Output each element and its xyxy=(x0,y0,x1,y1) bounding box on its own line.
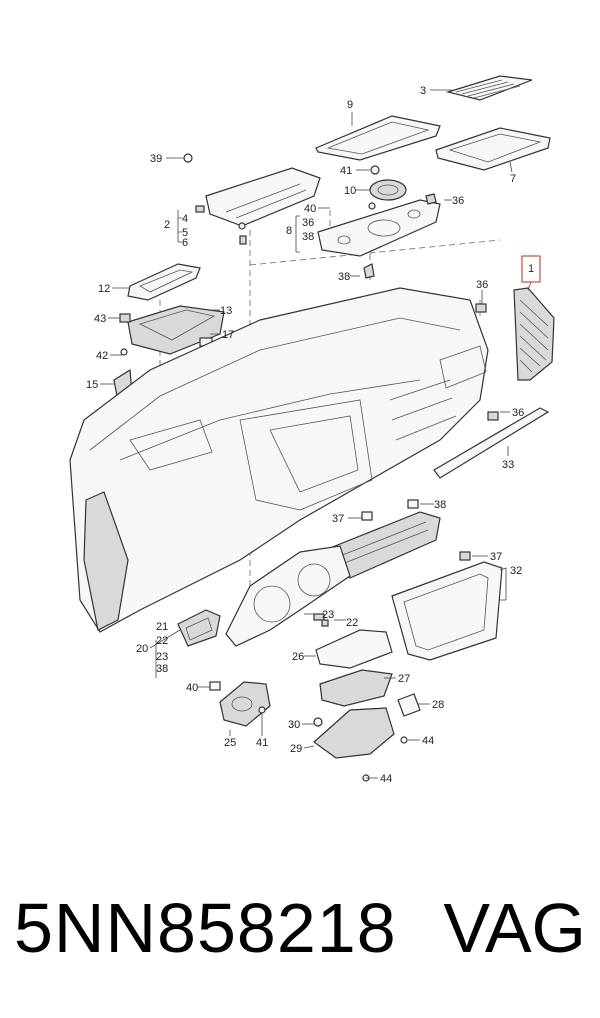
callout-8: 8 xyxy=(286,225,292,237)
callout-23-b: 23 xyxy=(322,609,334,621)
callout-25: 25 xyxy=(224,737,236,749)
callout-28: 28 xyxy=(432,699,444,711)
brand-label: VAG xyxy=(443,889,586,967)
part-21-switch-module xyxy=(177,609,221,647)
callout-5: 5 xyxy=(182,227,188,239)
callout-29: 29 xyxy=(290,743,302,755)
callout-17: 17 xyxy=(222,329,234,341)
callout-23-a: 23 xyxy=(156,651,168,663)
callout-44-b: 44 xyxy=(380,773,392,785)
callout-2: 2 xyxy=(164,219,170,231)
callout-7: 7 xyxy=(510,173,516,185)
callout-9: 9 xyxy=(347,99,353,111)
part-9-speaker-cover xyxy=(315,112,441,161)
callout-32: 32 xyxy=(510,565,522,577)
part-1-side-cover xyxy=(513,255,555,381)
callout-10: 10 xyxy=(344,185,356,197)
callout-36-a: 36 xyxy=(452,195,464,207)
callout-42: 42 xyxy=(96,350,108,362)
part-instrument-cluster-frame xyxy=(225,545,351,647)
part-7-storage-tray xyxy=(435,127,551,173)
callout-26: 26 xyxy=(292,651,304,663)
callout-22-b: 22 xyxy=(346,617,358,629)
callout-38-a: 38 xyxy=(302,231,314,243)
part-33-trim-strip xyxy=(433,407,550,479)
callout-3: 3 xyxy=(420,85,426,97)
callout-6: 6 xyxy=(182,237,188,249)
callout-leaders xyxy=(100,157,510,779)
callout-38-c: 38 xyxy=(434,499,446,511)
part-13-airbag-module xyxy=(119,305,225,356)
callout-38-b: 38 xyxy=(338,271,350,283)
callout-36-c: 36 xyxy=(476,279,488,291)
callout-12: 12 xyxy=(98,283,110,295)
callout-36-d: 36 xyxy=(512,407,524,419)
part-25-switch-housing xyxy=(209,681,271,727)
dashboard-exploded-diagram: 3 9 7 39 41 10 36 40 36 8 38 38 2 4 5 6 … xyxy=(69,75,555,785)
callout-1: 1 xyxy=(528,263,534,275)
part-27-lower-tray xyxy=(319,669,393,707)
callout-labels: 3 9 7 39 41 10 36 40 36 8 38 38 2 4 5 6 … xyxy=(86,85,534,785)
part-2-upper-cover xyxy=(183,153,321,245)
callout-39: 39 xyxy=(150,153,162,165)
callout-33: 33 xyxy=(502,459,514,471)
dashboard-main-body xyxy=(69,287,499,633)
callout-37-b: 37 xyxy=(490,551,502,563)
callout-44-a: 44 xyxy=(422,735,434,747)
callout-30: 30 xyxy=(288,719,300,731)
callout-20: 20 xyxy=(136,643,148,655)
callout-15: 15 xyxy=(86,379,98,391)
part-29-lower-cover xyxy=(313,707,408,782)
part-28-bracket xyxy=(397,693,421,717)
callout-36-b: 36 xyxy=(302,217,314,229)
part-number-label: 5NN858218 xyxy=(14,889,397,967)
callout-40-b: 40 xyxy=(186,682,198,694)
callout-27: 27 xyxy=(398,673,410,685)
callout-43: 43 xyxy=(94,313,106,325)
callout-21: 21 xyxy=(156,621,168,633)
part-8-speaker-bracket xyxy=(317,193,441,279)
callout-37-a: 37 xyxy=(332,513,344,525)
callout-41-top: 41 xyxy=(340,165,352,177)
callout-38-d: 38 xyxy=(156,663,168,675)
callout-13: 13 xyxy=(220,305,232,317)
part-12-vent-frame xyxy=(127,263,201,301)
callout-40-a: 40 xyxy=(304,203,316,215)
callout-41-bottom: 41 xyxy=(256,737,268,749)
part-26-column-shroud xyxy=(313,613,393,669)
part-3-defroster-grille xyxy=(430,75,533,101)
part-32-display-frame xyxy=(391,551,503,661)
part-10-speaker xyxy=(368,165,407,210)
callout-22-a: 22 xyxy=(156,635,168,647)
callout-4: 4 xyxy=(182,213,188,225)
